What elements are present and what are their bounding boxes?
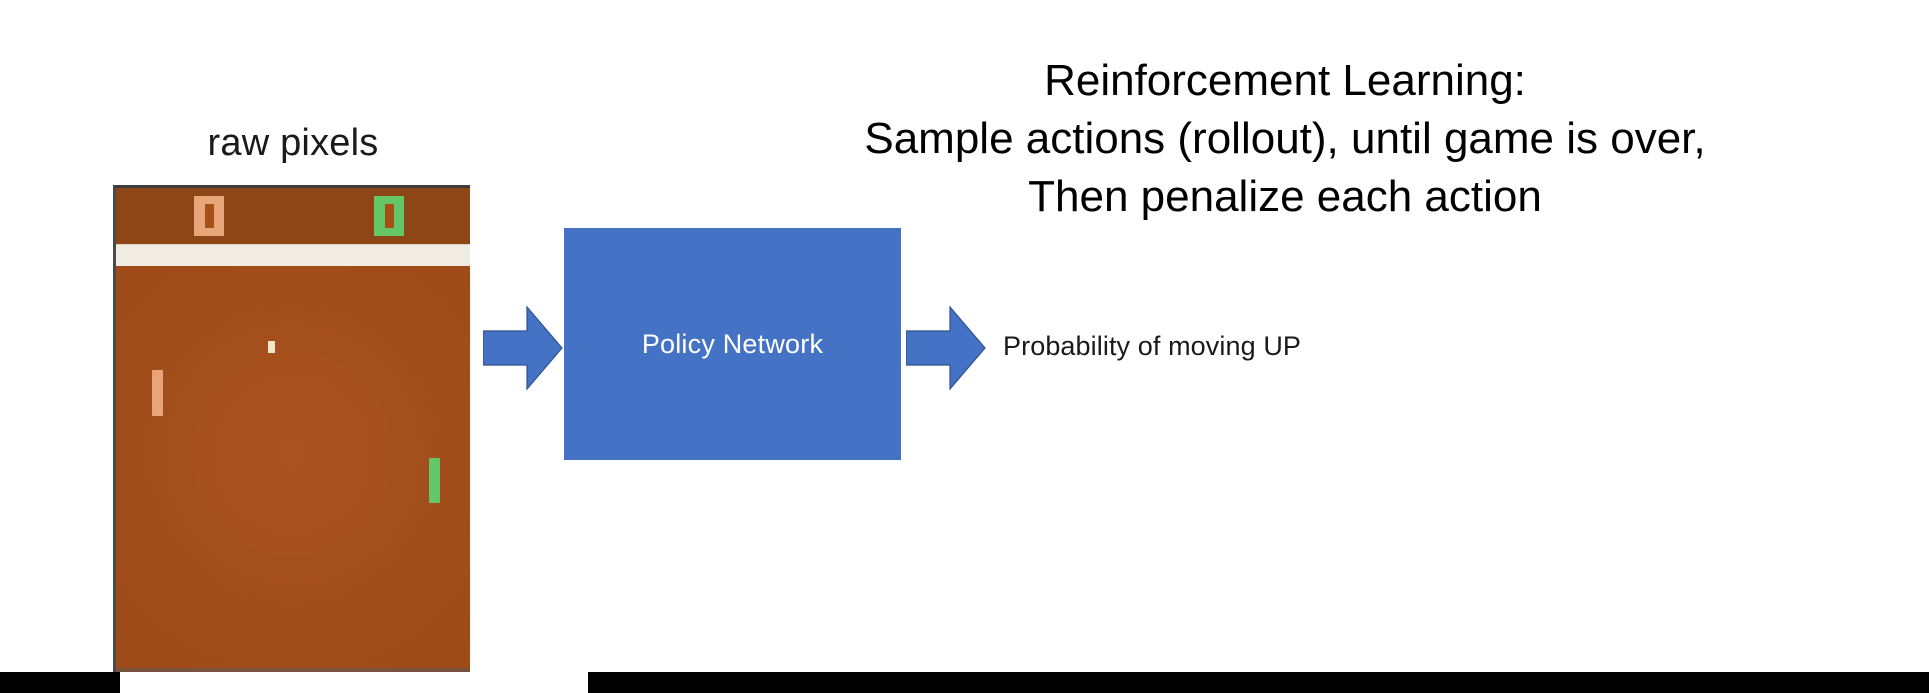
headline-line-1: Reinforcement Learning: <box>1044 56 1526 105</box>
letterbox-bar-left <box>0 672 120 693</box>
pong-score-left-glyph <box>204 204 214 228</box>
pong-score-right <box>374 196 404 236</box>
pong-playfield <box>116 188 470 672</box>
pong-score-band <box>116 188 470 244</box>
pong-score-right-glyph <box>384 204 394 228</box>
letterbox-bar-right <box>588 672 1929 693</box>
headline-line-2: Sample actions (rollout), until game is … <box>864 114 1706 163</box>
pong-game-screenshot <box>113 185 470 672</box>
policy-network-label: Policy Network <box>641 328 824 359</box>
headline-block: Reinforcement Learning: Sample actions (… <box>640 52 1929 226</box>
pong-bottom-edge <box>116 668 470 672</box>
pong-score-left <box>194 196 224 236</box>
output-caption: Probability of moving UP <box>1003 331 1302 361</box>
pong-ball <box>268 341 275 353</box>
policy-network-box[interactable]: Policy Network <box>564 228 901 460</box>
pong-paddle-left <box>152 370 163 416</box>
pong-top-wall <box>116 244 470 266</box>
raw-pixels-caption: raw pixels <box>207 122 379 164</box>
arrow-right-icon-output <box>906 305 986 391</box>
pong-paddle-right <box>429 458 440 503</box>
arrow-right-icon-input <box>483 305 563 391</box>
headline-line-3: Then penalize each action <box>1028 172 1542 221</box>
